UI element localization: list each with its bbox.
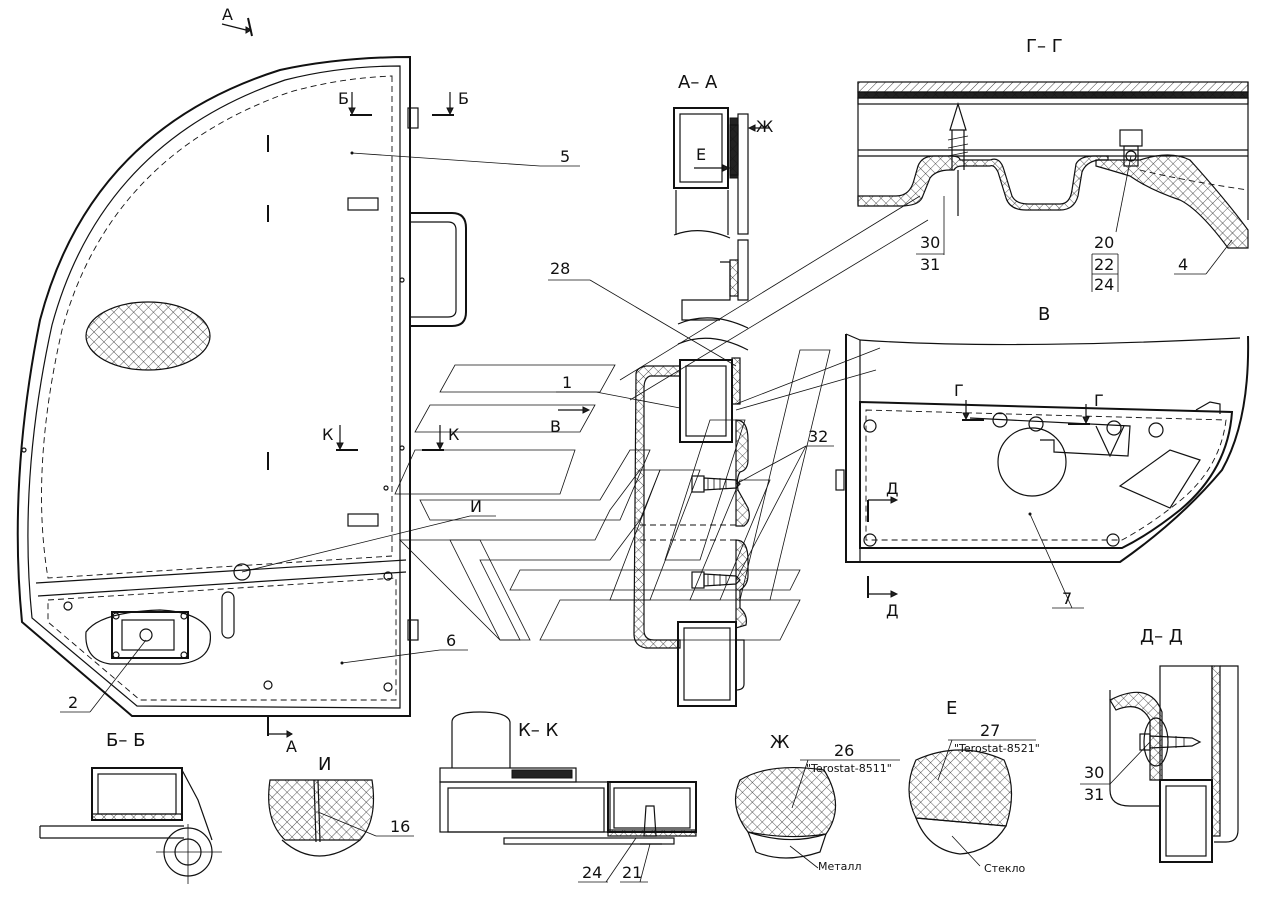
door-main-view bbox=[16, 55, 467, 717]
detail-i: И 16 bbox=[268, 754, 414, 857]
marker-e: Е bbox=[696, 145, 706, 164]
section-bb-title: Б– Б bbox=[106, 730, 145, 751]
detail-e-title: Е bbox=[946, 698, 957, 719]
background-emblem bbox=[394, 349, 831, 641]
callout-24-gg: 24 bbox=[1094, 275, 1114, 294]
note-terostat-8511: "Terostat-8511" bbox=[806, 762, 892, 775]
callout-26: 26 bbox=[834, 741, 854, 760]
callout-27: 27 bbox=[980, 721, 1000, 740]
section-gg-title: Г– Г bbox=[1026, 36, 1063, 57]
marker-b-left: Б bbox=[338, 89, 349, 108]
marker-a-top: А bbox=[222, 5, 233, 24]
callout-21: 21 bbox=[622, 863, 642, 882]
marker-d-bottom: Д bbox=[886, 601, 899, 620]
section-dd: Д– Д 30 31 bbox=[1080, 626, 1239, 863]
callout-16: 16 bbox=[390, 817, 410, 836]
detail-i-title: И bbox=[318, 754, 331, 775]
section-gg: Г– Г 30 31 20 22 24 bbox=[857, 36, 1249, 294]
note-glass: Стекло bbox=[984, 862, 1026, 875]
view-v-title: В bbox=[1038, 304, 1050, 325]
callout-22: 22 bbox=[1094, 255, 1114, 274]
callout-32: 32 bbox=[808, 427, 828, 446]
marker-k-right: К bbox=[448, 425, 460, 444]
section-bb: Б– Б bbox=[39, 730, 222, 884]
callout-24-kk: 24 bbox=[582, 863, 602, 882]
callout-i: И bbox=[470, 497, 482, 516]
callout-31-dd: 31 bbox=[1084, 785, 1104, 804]
marker-v: В bbox=[550, 417, 561, 436]
marker-zh: Ж bbox=[756, 117, 773, 136]
callout-31-gg: 31 bbox=[920, 255, 940, 274]
callout-20: 20 bbox=[1094, 233, 1114, 252]
section-kk-title: К– К bbox=[518, 720, 559, 741]
marker-b-right: Б bbox=[458, 89, 469, 108]
callout-6: 6 bbox=[446, 631, 456, 650]
note-terostat-8521: "Terostat-8521" bbox=[954, 742, 1040, 755]
callout-28: 28 bbox=[550, 259, 570, 278]
marker-k-left: К bbox=[322, 425, 334, 444]
marker-d-top: Д bbox=[886, 479, 899, 498]
section-dd-title: Д– Д bbox=[1140, 626, 1183, 647]
note-metal: Металл bbox=[818, 860, 861, 873]
projection-leaders bbox=[619, 195, 929, 411]
section-markers-main: А Б Б К К А В bbox=[221, 5, 591, 756]
section-aa: А– А Ж Е bbox=[548, 72, 834, 707]
view-v: В Г Г Д Д bbox=[835, 304, 1250, 620]
marker-g-right: Г bbox=[1094, 391, 1104, 410]
detail-zh: Ж 26 "Terostat-8511" Металл bbox=[734, 732, 900, 873]
callout-2: 2 bbox=[68, 693, 78, 712]
callouts-main: 5 6 2 И bbox=[60, 147, 580, 713]
section-kk: К– К 24 21 bbox=[439, 711, 697, 883]
detail-zh-title: Ж bbox=[770, 732, 790, 753]
callout-4: 4 bbox=[1178, 255, 1188, 274]
callout-30-dd: 30 bbox=[1084, 763, 1104, 782]
marker-g-left: Г bbox=[954, 381, 964, 400]
detail-e: Е 27 "Terostat-8521" Стекло bbox=[908, 698, 1040, 875]
callout-1: 1 bbox=[562, 373, 572, 392]
callout-30-gg: 30 bbox=[920, 233, 940, 252]
marker-a-bottom: А bbox=[286, 737, 297, 756]
section-aa-title: А– А bbox=[678, 72, 718, 93]
callout-7: 7 bbox=[1062, 589, 1072, 608]
callout-5: 5 bbox=[560, 147, 570, 166]
